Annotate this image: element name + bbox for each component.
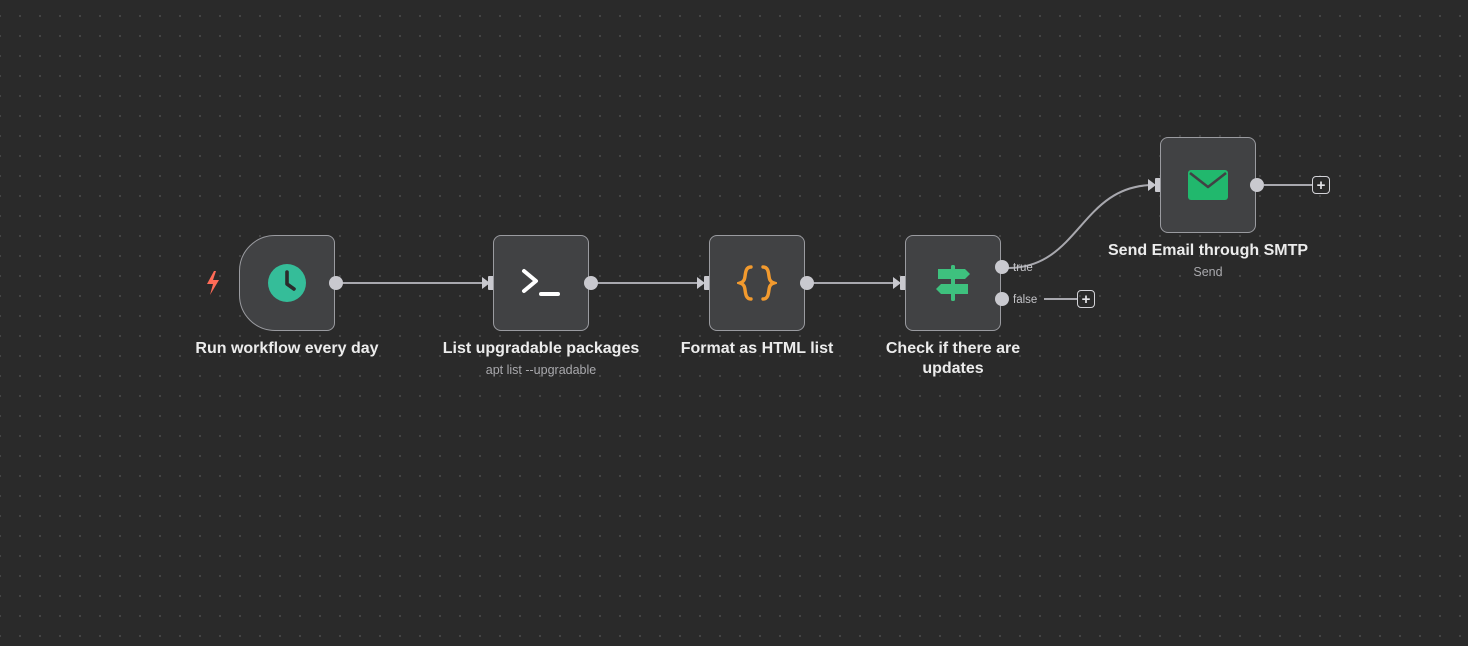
output-handle[interactable]: [329, 276, 343, 290]
node-label: Send Email through SMTP: [1108, 242, 1309, 259]
output-label-true: true: [1013, 262, 1033, 274]
output-handle-true[interactable]: [995, 260, 1009, 274]
node-label: Run workflow every day: [195, 340, 379, 357]
add-node-button[interactable]: +: [1312, 176, 1330, 194]
node-code[interactable]: [709, 235, 805, 331]
arrow-head: [482, 277, 490, 289]
curly-braces-icon: [737, 263, 777, 303]
node-label: Check if there are updates: [885, 340, 1021, 377]
envelope-icon: [1187, 169, 1229, 201]
input-handle[interactable]: [1155, 178, 1161, 192]
node-send-email[interactable]: [1160, 137, 1256, 233]
input-handle[interactable]: [488, 276, 494, 290]
lightning-bolt-icon: [207, 271, 219, 295]
node-label: Format as HTML list: [680, 340, 834, 357]
output-handle[interactable]: [800, 276, 814, 290]
node-subtitle: Send: [1193, 265, 1223, 279]
arrow-head: [1148, 179, 1156, 191]
signpost-icon: [933, 263, 973, 303]
arrow-head: [893, 277, 901, 289]
node-schedule-trigger[interactable]: [239, 235, 335, 331]
node-label: List upgradable packages: [442, 340, 640, 357]
input-handle[interactable]: [704, 276, 710, 290]
node-subtitle: apt list --upgradable: [485, 363, 597, 377]
output-handle[interactable]: [584, 276, 598, 290]
connection-if-email: [1007, 184, 1155, 269]
input-handle[interactable]: [900, 276, 906, 290]
output-handle-false[interactable]: [995, 292, 1009, 306]
terminal-icon: [520, 266, 562, 300]
output-handle[interactable]: [1250, 178, 1264, 192]
add-node-button[interactable]: +: [1077, 290, 1095, 308]
arrow-head: [697, 277, 705, 289]
clock-icon: [267, 263, 307, 303]
node-execute-command[interactable]: [493, 235, 589, 331]
node-if[interactable]: [905, 235, 1001, 331]
output-label-false: false: [1013, 294, 1038, 306]
